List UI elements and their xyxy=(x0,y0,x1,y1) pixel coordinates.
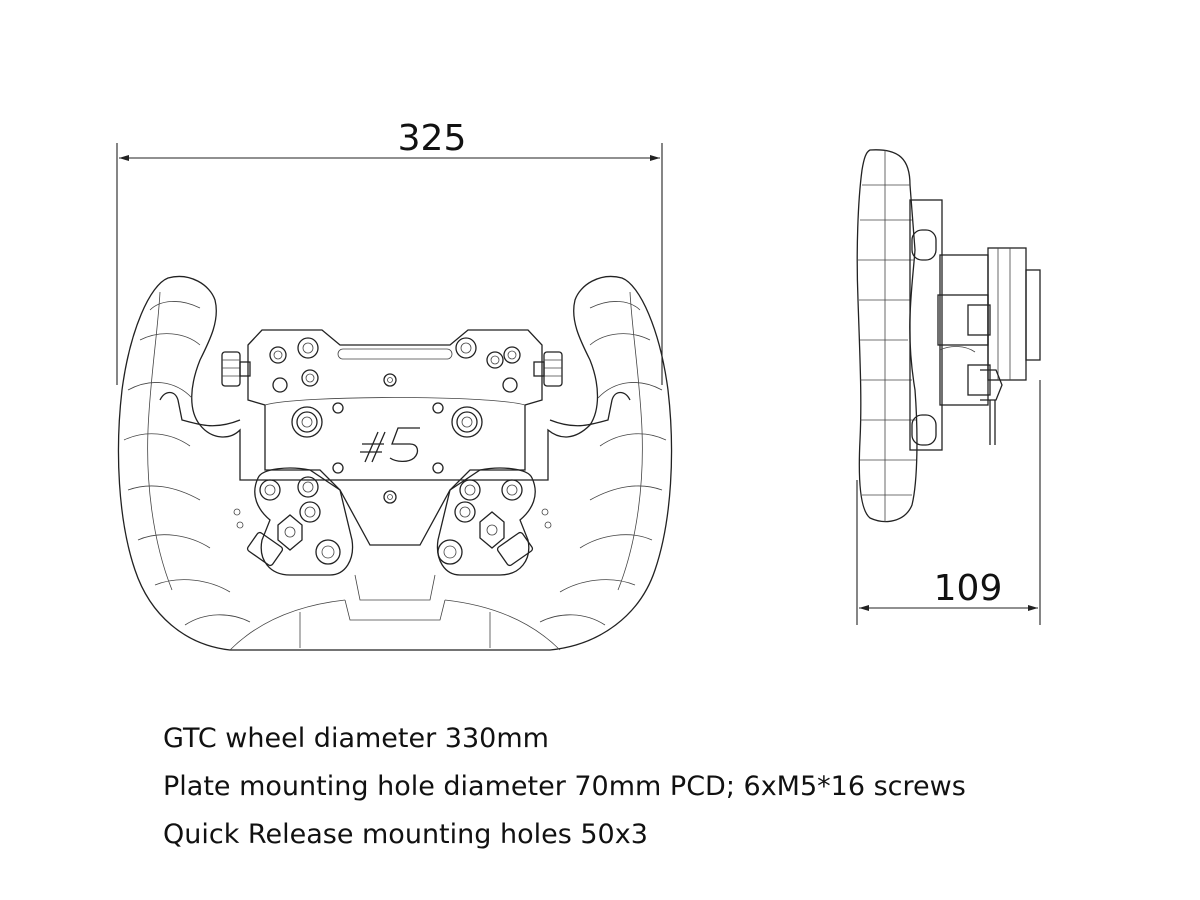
top-left-buttons xyxy=(269,337,319,393)
width-dimension-label: 325 xyxy=(398,118,467,159)
top-right-buttons xyxy=(455,337,521,393)
left-encoder-top xyxy=(221,351,251,387)
right-encoder-top xyxy=(533,351,563,387)
lower-left-pod xyxy=(233,467,354,576)
spec-notes: GTC wheel diameter 330mm Plate mounting … xyxy=(163,715,1163,859)
wheel-front-view xyxy=(117,275,673,651)
wheel-side-view xyxy=(856,149,1041,523)
note-plate-mounting: Plate mounting hole diameter 70mm PCD; 6… xyxy=(163,771,966,802)
width-dimension: 325 xyxy=(116,118,663,385)
lower-right-pod xyxy=(436,467,552,576)
depth-dimension: 109 xyxy=(856,380,1041,625)
note-wheel-diameter: GTC wheel diameter 330mm xyxy=(163,723,549,754)
depth-dimension-label: 109 xyxy=(934,568,1003,609)
brand-logo xyxy=(360,427,420,463)
note-quick-release: Quick Release mounting holes 50x3 xyxy=(163,819,648,850)
